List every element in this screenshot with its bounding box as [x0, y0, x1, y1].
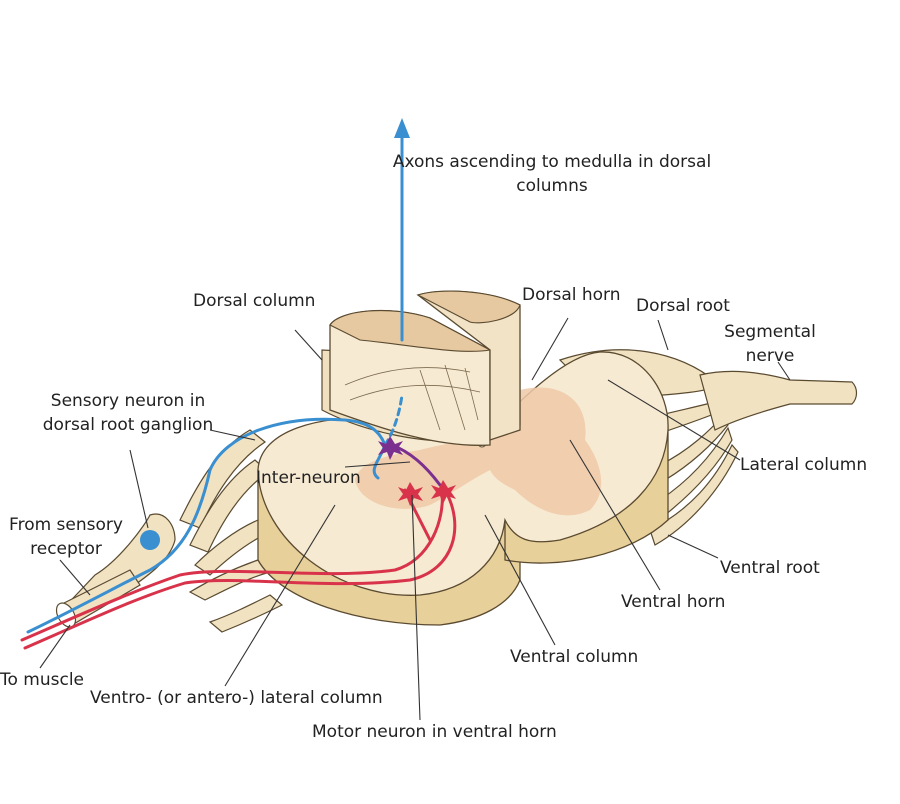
dorsal-column-block: [321, 290, 521, 446]
label-sensory-neuron-line1: Sensory neuron in: [51, 391, 205, 411]
label-ventral-column: Ventral column: [510, 647, 638, 667]
label-ventral-root: Ventral root: [720, 558, 820, 578]
label-ventrolateral-column: Ventro- (or antero-) lateral column: [90, 688, 383, 708]
label-dorsal-root: Dorsal root: [636, 296, 730, 316]
label-ventral-horn: Ventral horn: [621, 592, 725, 612]
ascending-arrow-head: [394, 118, 410, 138]
label-axons-ascending-line1: Axons ascending to medulla in dorsal: [393, 152, 711, 172]
label-lateral-column: Lateral column: [740, 455, 867, 475]
label-dorsal-horn: Dorsal horn: [522, 285, 621, 305]
label-from-sensory-receptor-line1: From sensory: [9, 515, 123, 535]
label-segmental-nerve-line2: nerve: [746, 346, 795, 366]
label-dorsal-column: Dorsal column: [193, 291, 315, 311]
sensory-pathway: [26, 126, 404, 634]
label-axons-ascending-line2: columns: [516, 176, 588, 196]
label-from-sensory-receptor-line2: receptor: [30, 539, 102, 559]
sensory-ganglion-cell-body: [140, 530, 160, 550]
interneuron-synapse: [378, 436, 403, 460]
labels: Axons ascending to medulla in dorsal col…: [0, 152, 867, 742]
label-sensory-neuron-line2: dorsal root ganglion: [43, 415, 213, 435]
motor-neuron-cell-2: [431, 480, 456, 504]
spinal-cord-segment: [257, 351, 669, 626]
leader-lines: [39, 317, 791, 721]
label-inter-neuron: Inter-neuron: [256, 468, 361, 488]
label-segmental-nerve-line1: Segmental: [724, 322, 816, 342]
label-motor-neuron: Motor neuron in ventral horn: [312, 722, 557, 742]
motor-neuron-cell-1: [398, 482, 423, 506]
label-to-muscle: To muscle: [0, 670, 84, 690]
